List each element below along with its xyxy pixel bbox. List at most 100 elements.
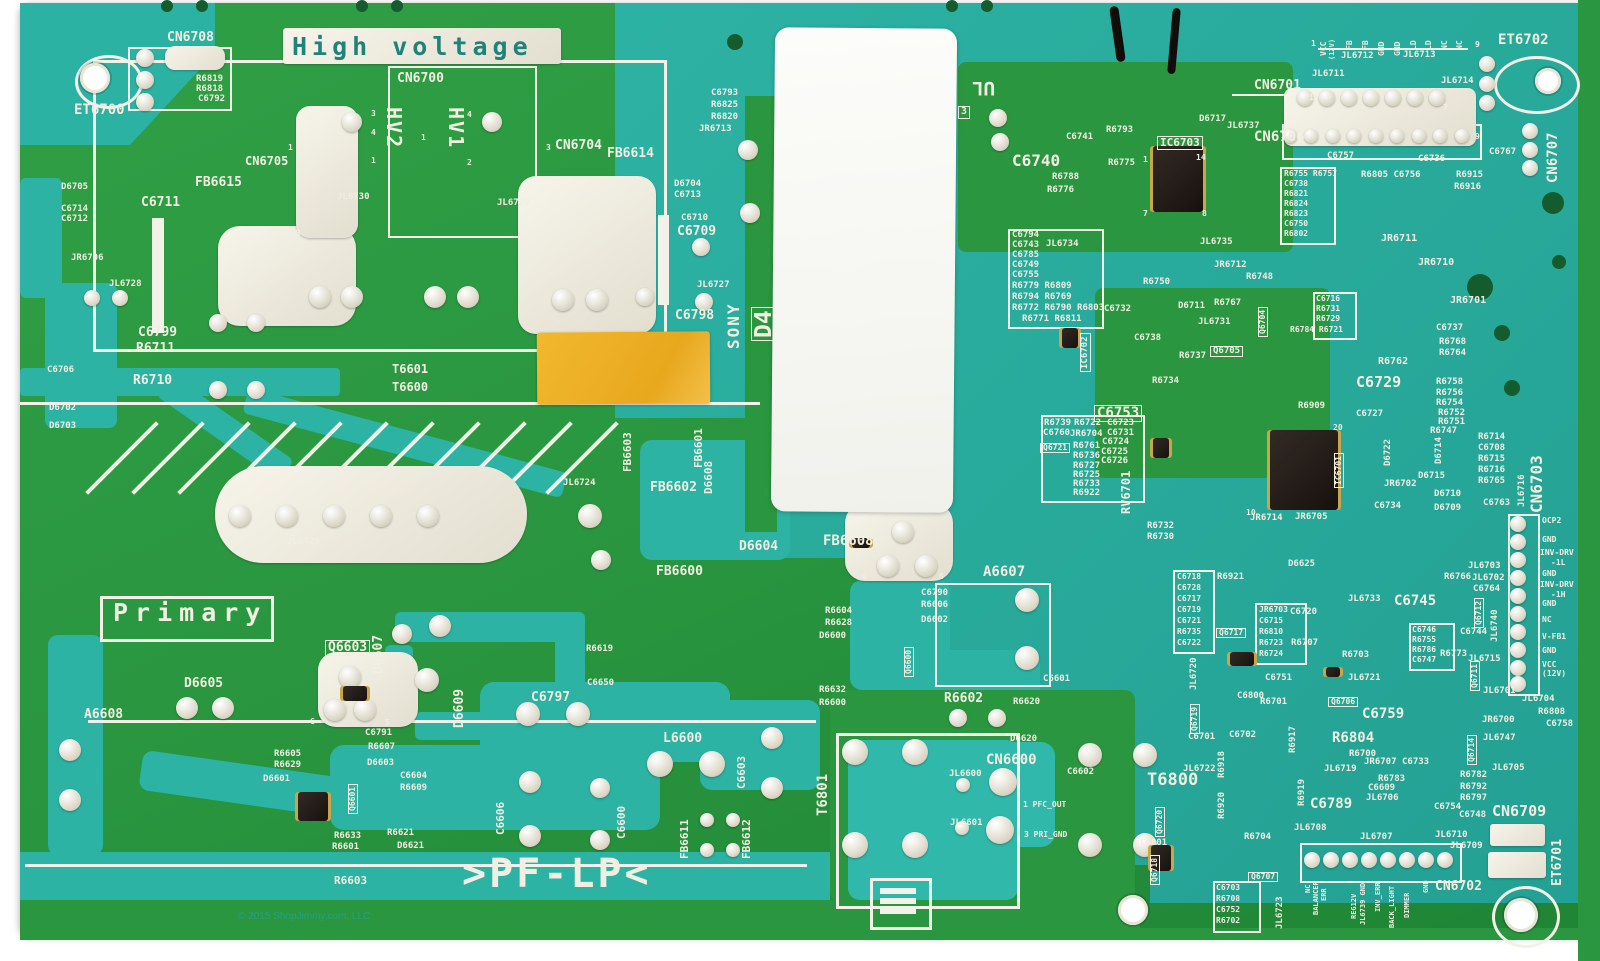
solder-pad <box>902 739 928 765</box>
component-label: C6754 <box>1434 802 1462 812</box>
component-label: R6710 <box>133 373 173 388</box>
component-label: C6801 <box>1140 838 1168 848</box>
component-label: C6701 <box>1188 732 1216 742</box>
silkscreen-line <box>880 908 916 914</box>
silkscreen-box <box>870 878 932 930</box>
component-label: R6824 <box>1284 199 1309 208</box>
component-label: R6732 <box>1147 521 1175 531</box>
component-label: JL6717 <box>549 199 582 209</box>
component-label: JR6705 <box>1295 512 1328 522</box>
component-label: D6702 <box>49 403 77 413</box>
component-label: 4 <box>467 110 472 119</box>
component-label: D6710 <box>1434 489 1462 499</box>
component-label: LD <box>1424 40 1433 50</box>
component-label: -1L <box>1551 558 1566 567</box>
component-label: CN6600 <box>986 752 1037 768</box>
component-label: C6738 <box>1284 179 1309 188</box>
component-label: R6767 <box>1214 298 1242 308</box>
component-label: R6755 <box>1412 635 1437 644</box>
component-label: T6800 <box>1147 770 1199 790</box>
solder-pad <box>519 825 541 847</box>
component-label: D6722 <box>1383 438 1393 466</box>
component-label: JL6734 <box>1046 239 1079 249</box>
component-label: R6714 <box>1478 432 1506 442</box>
component-label: 1 PFC_OUT <box>1023 800 1067 809</box>
component-label: 2 <box>467 158 472 167</box>
component-label: UL <box>972 77 995 99</box>
component-label: C6726 <box>1101 456 1129 466</box>
component-label: R6703 <box>1342 650 1370 660</box>
component-label: R6722 <box>1074 418 1102 428</box>
component-label: D6602 <box>921 615 949 625</box>
drill-hole <box>1504 380 1520 396</box>
solder-pad <box>552 289 574 311</box>
solder-pad <box>1412 129 1426 143</box>
silkscreen-line <box>1318 48 1468 50</box>
component-label: R6734 <box>1152 376 1180 386</box>
component-label: R6620 <box>1013 697 1041 707</box>
solder-pad <box>726 843 740 857</box>
silkscreen-line <box>658 215 669 305</box>
component-label: JL6718 <box>268 229 301 239</box>
component-label: CN6700 <box>397 71 444 86</box>
solder-pad <box>370 505 392 527</box>
component-label: C6748 <box>1459 810 1487 820</box>
component-label: JL6703 <box>1468 561 1501 571</box>
component-label: JR6710 <box>1418 257 1455 268</box>
solder-pad <box>342 112 362 132</box>
solder-pad <box>949 709 967 727</box>
solder-pad <box>566 702 590 726</box>
component-label: R6737 <box>1179 351 1207 361</box>
component-label: R6607 <box>368 742 396 752</box>
component-label: R6764 <box>1439 348 1467 358</box>
component-label: D6601 <box>263 774 291 784</box>
component-label: R6621 <box>387 828 415 838</box>
component-label: R6768 <box>1439 337 1467 347</box>
component-label: D6600 <box>819 631 847 641</box>
component-label: JL6727 <box>697 280 730 290</box>
solder-pad <box>1437 852 1453 868</box>
component-label: G <box>310 717 315 726</box>
component-label: JL6740 <box>1490 609 1500 642</box>
component-label: C6751 <box>1265 673 1293 683</box>
component-label: Q6720 <box>1155 806 1166 837</box>
solder-pad <box>59 789 81 811</box>
solder-pad <box>424 286 446 308</box>
component-label: C6721 <box>1177 616 1202 625</box>
component-label: C6764 <box>1473 584 1501 594</box>
component-label: C6740 <box>1012 151 1061 170</box>
component-label: Q6706 <box>1328 697 1359 708</box>
silkscreen-line <box>1232 94 1287 96</box>
component-label: R6715 <box>1478 454 1506 464</box>
component-label: 3 PRI_GND <box>1024 830 1068 839</box>
component-label: High voltage <box>292 32 533 61</box>
component-label: JR6704 <box>1070 429 1103 439</box>
drill-hole <box>1494 325 1510 341</box>
component-label: C6744 <box>1460 627 1488 637</box>
ic-chip <box>1230 652 1254 666</box>
component-label: R6755 R6757 <box>1284 169 1337 178</box>
component-label: T6600 <box>392 380 429 394</box>
component-label: JL6722 <box>1183 764 1216 774</box>
component-label: JL6601 <box>950 818 983 828</box>
solder-pad <box>842 739 868 765</box>
component-label: NC <box>1542 615 1552 624</box>
component-label: D6625 <box>1288 559 1316 569</box>
ic-chip <box>852 538 870 548</box>
component-label: R6909 <box>1298 401 1326 411</box>
component-label: R6700 <box>1349 749 1377 759</box>
component-label: JL6705 <box>1492 763 1525 773</box>
component-label: R6724 <box>1259 649 1284 658</box>
component-label: R6916 <box>1454 182 1482 192</box>
component-label: C6758 <box>1546 719 1574 729</box>
silkscreen-box <box>1173 570 1215 654</box>
component-label: IC6703 <box>1157 136 1203 150</box>
solder-pad <box>323 505 345 527</box>
solder-pad <box>1433 129 1447 143</box>
component-label: JL6724 <box>563 478 596 488</box>
ic-chip <box>1326 667 1340 677</box>
component-label: FB6615 <box>195 175 242 190</box>
component-label: D6711 <box>1178 301 1206 311</box>
component-label: R6779 R6809 <box>1012 281 1072 291</box>
component-label: C6715 <box>1259 616 1284 625</box>
